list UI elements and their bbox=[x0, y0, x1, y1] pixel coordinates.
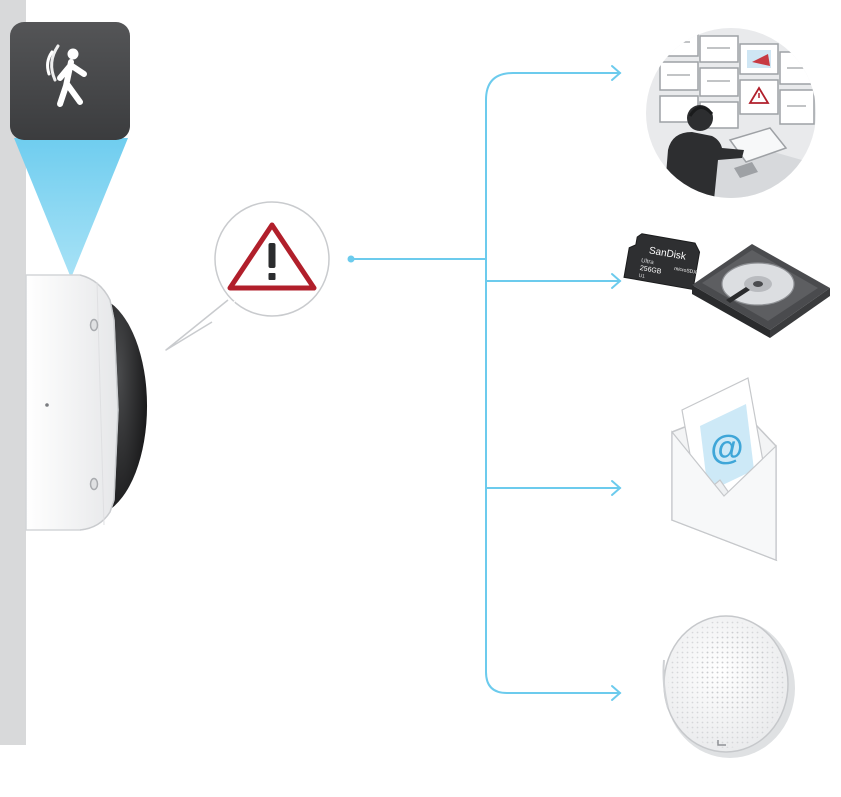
dome-camera bbox=[25, 274, 148, 531]
email-envelope-icon: @ bbox=[670, 377, 778, 562]
detection-beam bbox=[14, 138, 128, 278]
connector-origin bbox=[347, 255, 355, 263]
arrow-icon bbox=[611, 65, 622, 81]
speaker-icon bbox=[662, 615, 795, 758]
hard-drive bbox=[692, 244, 830, 338]
storage-icon: SanDisk Ultra 256GB U1 microSDXC bbox=[623, 233, 830, 338]
camera-screw bbox=[89, 477, 99, 491]
camera-screw bbox=[89, 318, 99, 332]
operator-monitoring-icon bbox=[646, 28, 816, 198]
connector-trunk bbox=[485, 72, 621, 673]
sd-model-text: Ultra bbox=[641, 258, 655, 266]
camera-housing bbox=[25, 274, 119, 531]
connector-branch bbox=[485, 671, 621, 694]
connector-lines bbox=[347, 65, 622, 701]
email-at-symbol: @ bbox=[710, 429, 743, 467]
arrow-icon bbox=[611, 685, 622, 701]
arrow-icon bbox=[611, 480, 622, 496]
arrow-icon bbox=[611, 273, 622, 289]
sd-card: SanDisk Ultra 256GB U1 microSDXC bbox=[623, 233, 701, 291]
warning-triangle-icon bbox=[165, 201, 330, 351]
motion-detection-icon bbox=[10, 22, 130, 140]
sd-capacity-text: 256GB bbox=[639, 265, 662, 276]
sd-format-text: microSDXC bbox=[674, 266, 701, 277]
sd-class-text: U1 bbox=[638, 273, 646, 280]
